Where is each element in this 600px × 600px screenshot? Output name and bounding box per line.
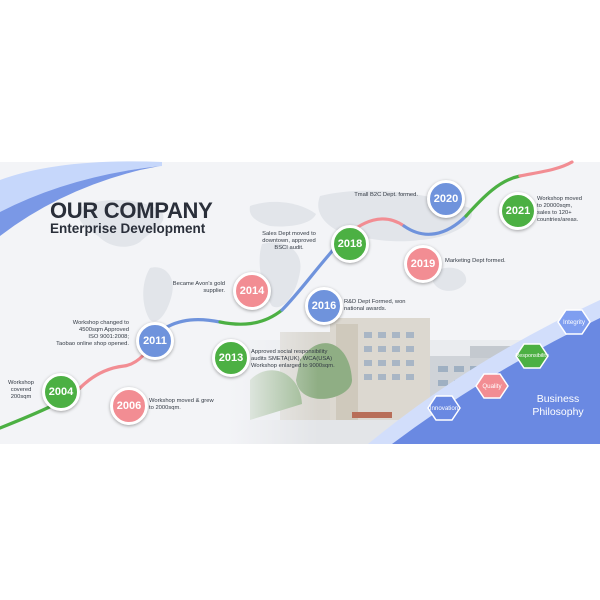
quality-label: Quality xyxy=(482,383,502,390)
milestone-2004-text: Workshop covered 200sqm xyxy=(8,380,34,400)
world-map xyxy=(78,190,472,322)
milestone-2014-text: Became Avon's gold supplier. xyxy=(172,281,225,294)
hex-innovation xyxy=(427,395,461,421)
hex-integrity xyxy=(557,309,591,335)
milestone-2014-circle: 2014 xyxy=(233,272,271,310)
milestone-2019-circle: 2019 xyxy=(404,245,442,283)
milestone-2020-text: Tmall B2C Dept. formed. xyxy=(354,192,418,198)
business-philosophy-title: Business Philosophy xyxy=(532,393,584,418)
hex-responsibility xyxy=(515,343,549,369)
milestone-2019-text: Marketing Dept formed. xyxy=(445,258,506,264)
integrity-label: Integrity xyxy=(562,319,585,326)
milestone-2006-text: Workshop moved & grew to 2000sqm. xyxy=(149,398,214,411)
responsibility-label: Responsibility xyxy=(515,353,549,359)
milestone-2021-text: Workshop moved to 20000sqm, sales to 120… xyxy=(537,196,582,223)
milestone-2011-circle: 2011 xyxy=(136,322,174,360)
milestone-2004-circle: 2004 xyxy=(42,373,80,411)
milestone-2018-circle: 2018 xyxy=(331,225,369,263)
milestone-2013-circle: 2013 xyxy=(212,339,250,377)
left-blue-arc xyxy=(0,166,160,236)
innovation-label: Innovation xyxy=(429,405,459,412)
milestone-2021-circle: 2021 xyxy=(499,192,537,230)
milestone-2006-circle: 2006 xyxy=(110,387,148,425)
milestone-2011-text: Workshop changed to 4500sqm Approved ISO… xyxy=(56,320,129,347)
milestone-2013-text: Approved social responsibility audits SM… xyxy=(251,349,335,369)
left-light-arc xyxy=(0,161,162,228)
page-title: OUR COMPANY xyxy=(50,198,213,223)
milestone-2018-text: Sales Dept moved to downtown, approved B… xyxy=(262,231,316,251)
milestone-2016-text: R&D Dept Formed, won national awards. xyxy=(344,299,406,312)
milestone-2020-circle: 2020 xyxy=(427,180,465,218)
page-subtitle: Enterprise Development xyxy=(50,221,206,236)
philosophy-hexagons xyxy=(427,309,591,421)
hex-quality xyxy=(475,373,509,399)
milestone-2016-circle: 2016 xyxy=(305,287,343,325)
